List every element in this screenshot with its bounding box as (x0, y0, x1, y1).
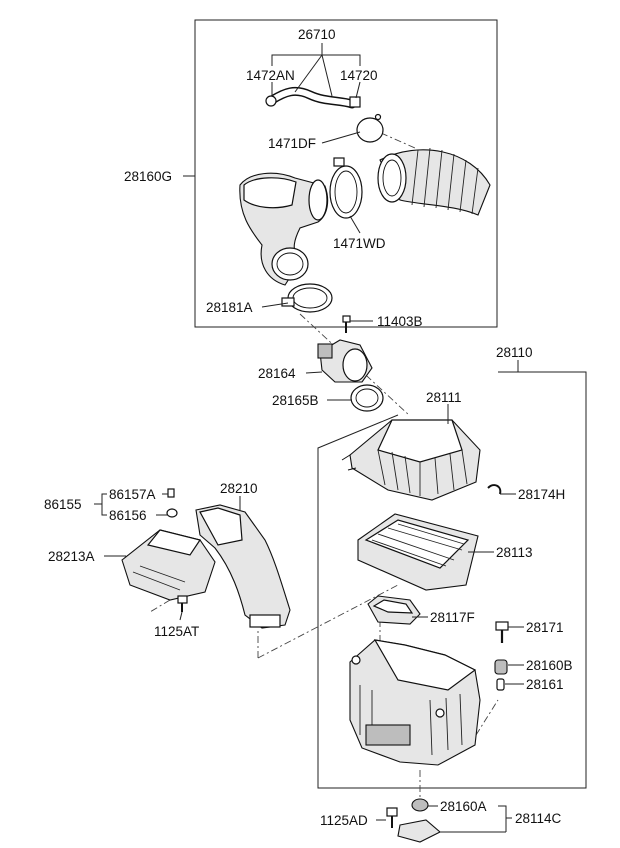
assembly-line (257, 584, 399, 659)
gasket-drawing (350, 384, 384, 412)
part-number-label: 1471WD (333, 236, 386, 251)
part-number-label: 28161 (526, 677, 564, 692)
leader-line (261, 302, 289, 308)
leader-line (271, 54, 361, 66)
part-number-label: 86156 (109, 508, 147, 523)
part-number-label: 28111 (426, 390, 462, 405)
part-number-label: 28160A (440, 799, 487, 814)
air-flow-sensor-drawing (317, 339, 373, 383)
resonator-duct-drawing (239, 172, 329, 286)
part-number-label: 28117F (430, 610, 475, 625)
part-number-label: 86155 (44, 497, 82, 512)
part-number-label: 28213A (48, 549, 95, 564)
part-number-label: 14720 (340, 68, 378, 83)
leader-line (294, 54, 323, 93)
leader-line (349, 215, 361, 234)
seal-drawing (367, 595, 421, 625)
air-cleaner-body-drawing (349, 639, 481, 766)
leader-line (305, 371, 323, 374)
part-number-label: 28160B (526, 658, 573, 673)
part-number-label: 26710 (298, 27, 336, 42)
clamp-drawing (356, 117, 384, 143)
part-number-label: 28165B (272, 393, 319, 408)
leader-line (321, 131, 361, 144)
air-filter-drawing (357, 513, 479, 591)
part-number-label: 28114C (515, 811, 562, 826)
air-cleaner-cover-drawing (341, 419, 481, 501)
assembly-line (149, 599, 171, 613)
part-number-label: 28160G (124, 169, 172, 184)
assembly-line (380, 132, 416, 149)
part-number-label: 28113 (496, 545, 533, 560)
hose-clamp-drawing (281, 283, 333, 313)
bolt-drawing (177, 595, 188, 612)
grommet-drawing (167, 488, 175, 498)
part-number-label: 1125AT (154, 624, 199, 639)
part-number-label: 86157A (109, 487, 156, 502)
grommet-drawing (494, 659, 508, 675)
grommet-drawing (411, 798, 429, 812)
intake-hose-drawing (377, 147, 491, 216)
part-number-label: 1125AD (320, 813, 368, 828)
part-number-label: 1472AN (246, 68, 295, 83)
bolt-drawing (495, 621, 509, 643)
leader-line (179, 611, 183, 621)
part-number-label: 28110 (496, 345, 533, 360)
part-number-label: 28181A (206, 300, 253, 315)
bolt-drawing (386, 807, 398, 828)
air-cleaner-frame (317, 414, 587, 789)
air-cleaner-frame-top-right (498, 371, 587, 645)
part-number-label: 1471DF (268, 136, 316, 151)
bracket-drawing (397, 819, 441, 843)
part-number-label: 28174H (518, 487, 565, 502)
bolt-drawing (342, 315, 351, 333)
breather-hose-drawing (265, 86, 382, 121)
assembly-line (475, 699, 499, 736)
leader-line (321, 54, 333, 97)
leader-line (498, 805, 512, 819)
resonator-drawing (121, 529, 216, 601)
leader-line (101, 493, 107, 516)
pin-drawing (496, 678, 505, 691)
part-number-label: 11403B (377, 314, 423, 329)
part-number-label: 28210 (220, 481, 258, 496)
clip-drawing (487, 484, 502, 495)
leader-line (355, 81, 361, 99)
grommet-drawing (166, 508, 178, 518)
part-number-label: 28171 (526, 620, 564, 635)
part-number-label: 28164 (258, 366, 296, 381)
large-clamp-drawing (329, 157, 363, 219)
intake-duct-drawing (195, 504, 291, 629)
